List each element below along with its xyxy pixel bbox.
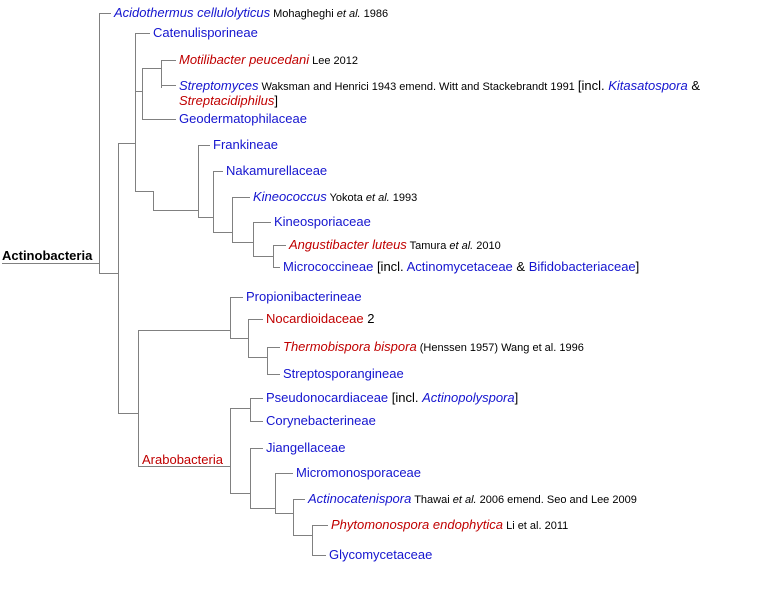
taxon-label-segment[interactable]: Actinopolyspora [422, 390, 515, 405]
taxon-frankineae[interactable]: Frankineae [213, 138, 278, 152]
taxon-label-segment[interactable]: Frankineae [213, 137, 279, 152]
taxon-label-segment: et al. [365, 192, 390, 204]
taxon-corynebacterineae[interactable]: Corynebacterineae [266, 414, 376, 428]
taxon-actinocatenispora[interactable]: Actinocatenispora Thawai et al. 2006 eme… [308, 492, 637, 507]
taxon-label-segment[interactable]: Streptomyces [179, 78, 259, 93]
taxon-label-segment: Tamura [406, 240, 450, 252]
taxon-label-segment[interactable]: Propionibacterineae [246, 289, 362, 304]
taxon-label-segment: & [512, 259, 529, 274]
taxon-streptosporangineae[interactable]: Streptosporangineae [283, 367, 404, 381]
taxon-label-segment: 1993 [389, 192, 418, 204]
taxon-label-segment[interactable]: Streptosporangineae [283, 366, 404, 381]
taxon-label-segment[interactable]: Actinomycetaceae [406, 259, 513, 274]
taxon-label-segment[interactable]: Glycomycetaceae [329, 547, 433, 562]
taxon-label-segment: (Henssen 1957) Wang et al. 1996 [416, 342, 584, 354]
taxon-label-segment[interactable]: Phytomonospora endophytica [331, 517, 504, 532]
taxon-label-segment[interactable]: Micrococcineae [283, 259, 377, 274]
taxon-propionibacterineae[interactable]: Propionibacterineae [246, 290, 362, 304]
taxon-label-segment[interactable]: Motilibacter peucedani [179, 52, 310, 67]
taxon-label-segment: Waksman and Henrici 1943 emend. Witt and… [258, 81, 578, 93]
taxon-label-segment: 2006 emend. Seo and Lee 2009 [476, 494, 637, 506]
taxon-catenulisporineae[interactable]: Catenulisporineae [153, 26, 258, 40]
taxon-label-segment: Thawai [411, 494, 453, 506]
taxon-label-segment[interactable]: Kitasatospora [608, 78, 688, 93]
taxon-label-segment[interactable]: Nakamurellaceae [226, 163, 328, 178]
taxon-label-segment[interactable]: Bifidobacteriaceae [528, 259, 636, 274]
taxon-pseudonocardiaceae[interactable]: Pseudonocardiaceae [incl. Actinopolyspor… [266, 391, 518, 405]
taxon-label-segment: 2 [363, 311, 375, 326]
root-taxon-label: Actinobacteria [2, 248, 93, 263]
taxon-label-segment: [incl. [376, 259, 407, 274]
taxon-label-segment[interactable]: Angustibacter luteus [289, 237, 407, 252]
taxon-nocardioidaceae-2[interactable]: Nocardioidaceae 2 [266, 312, 374, 326]
taxon-label-segment: 1986 [360, 8, 389, 20]
taxon-label-segment[interactable]: Kineococcus [253, 189, 327, 204]
taxon-label-segment[interactable]: Nocardioidaceae [266, 311, 364, 326]
taxon-label-segment[interactable]: Micromonosporaceae [296, 465, 422, 480]
taxon-label-segment: et al. [452, 494, 477, 506]
taxon-jiangellaceae[interactable]: Jiangellaceae [266, 441, 346, 455]
taxon-label-segment: Mohagheghi [270, 8, 337, 20]
taxon-label-segment[interactable]: Pseudonocardiaceae [266, 390, 392, 405]
taxon-label-segment[interactable]: Actinocatenispora [308, 491, 412, 506]
taxon-label-segment: [incl. [391, 390, 423, 405]
taxon-label-segment[interactable]: Corynebacterineae [266, 413, 376, 428]
taxon-label-segment: & [687, 78, 701, 93]
taxon-motilibacter-peucedani[interactable]: Motilibacter peucedani Lee 2012 [179, 53, 358, 68]
taxon-label-segment: 2010 [473, 240, 501, 252]
taxon-thermobispora-bispora[interactable]: Thermobispora bispora (Henssen 1957) Wan… [283, 340, 584, 355]
taxon-label-segment: et al. [336, 8, 361, 20]
taxon-label-segment: ] [514, 390, 519, 405]
taxon-label-segment[interactable]: Kineosporiaceae [274, 214, 371, 229]
taxon-label-segment[interactable]: Catenulisporineae [153, 25, 258, 40]
taxon-label-segment[interactable]: Thermobispora bispora [283, 339, 417, 354]
taxon-label-segment: ] [635, 259, 640, 274]
taxon-angustibacter-luteus[interactable]: Angustibacter luteus Tamura et al. 2010 [289, 238, 501, 253]
taxon-label-segment[interactable]: Acidothermus cellulolyticus [114, 5, 271, 20]
taxon-micromonosporaceae[interactable]: Micromonosporaceae [296, 466, 421, 480]
taxon-acidothermus-cellulolyticus[interactable]: Acidothermus cellulolyticus Mohagheghi e… [114, 6, 388, 21]
taxon-label-segment: Li et al. 2011 [503, 520, 569, 532]
taxon-label-segment[interactable]: Geodermatophilaceae [179, 111, 307, 126]
taxon-streptomyces[interactable]: Streptomyces Waksman and Henrici 1943 em… [179, 79, 764, 107]
taxon-label-segment[interactable]: Streptacidiphilus [179, 93, 275, 108]
taxon-kineococcus[interactable]: Kineococcus Yokota et al. 1993 [253, 190, 417, 205]
taxon-label-segment: Lee 2012 [309, 55, 359, 67]
taxon-glycomycetaceae[interactable]: Glycomycetaceae [329, 548, 432, 562]
taxon-label-segment: [incl. [577, 78, 609, 93]
clade-label-arabobacteria[interactable]: Arabobacteria [142, 452, 223, 467]
taxon-label-segment: et al. [449, 240, 474, 252]
taxon-nakamurellaceae[interactable]: Nakamurellaceae [226, 164, 327, 178]
taxon-micrococcineae[interactable]: Micrococcineae [incl. Actinomycetaceae &… [283, 260, 639, 274]
taxon-kineosporiaceae[interactable]: Kineosporiaceae [274, 215, 371, 229]
taxon-geodermatophilaceae[interactable]: Geodermatophilaceae [179, 112, 307, 126]
taxon-label-segment: ] [274, 93, 279, 108]
taxon-phytomonospora-endophytica[interactable]: Phytomonospora endophytica Li et al. 201… [331, 518, 568, 533]
taxon-label-segment[interactable]: Jiangellaceae [266, 440, 346, 455]
taxon-label-segment: Yokota [326, 192, 366, 204]
